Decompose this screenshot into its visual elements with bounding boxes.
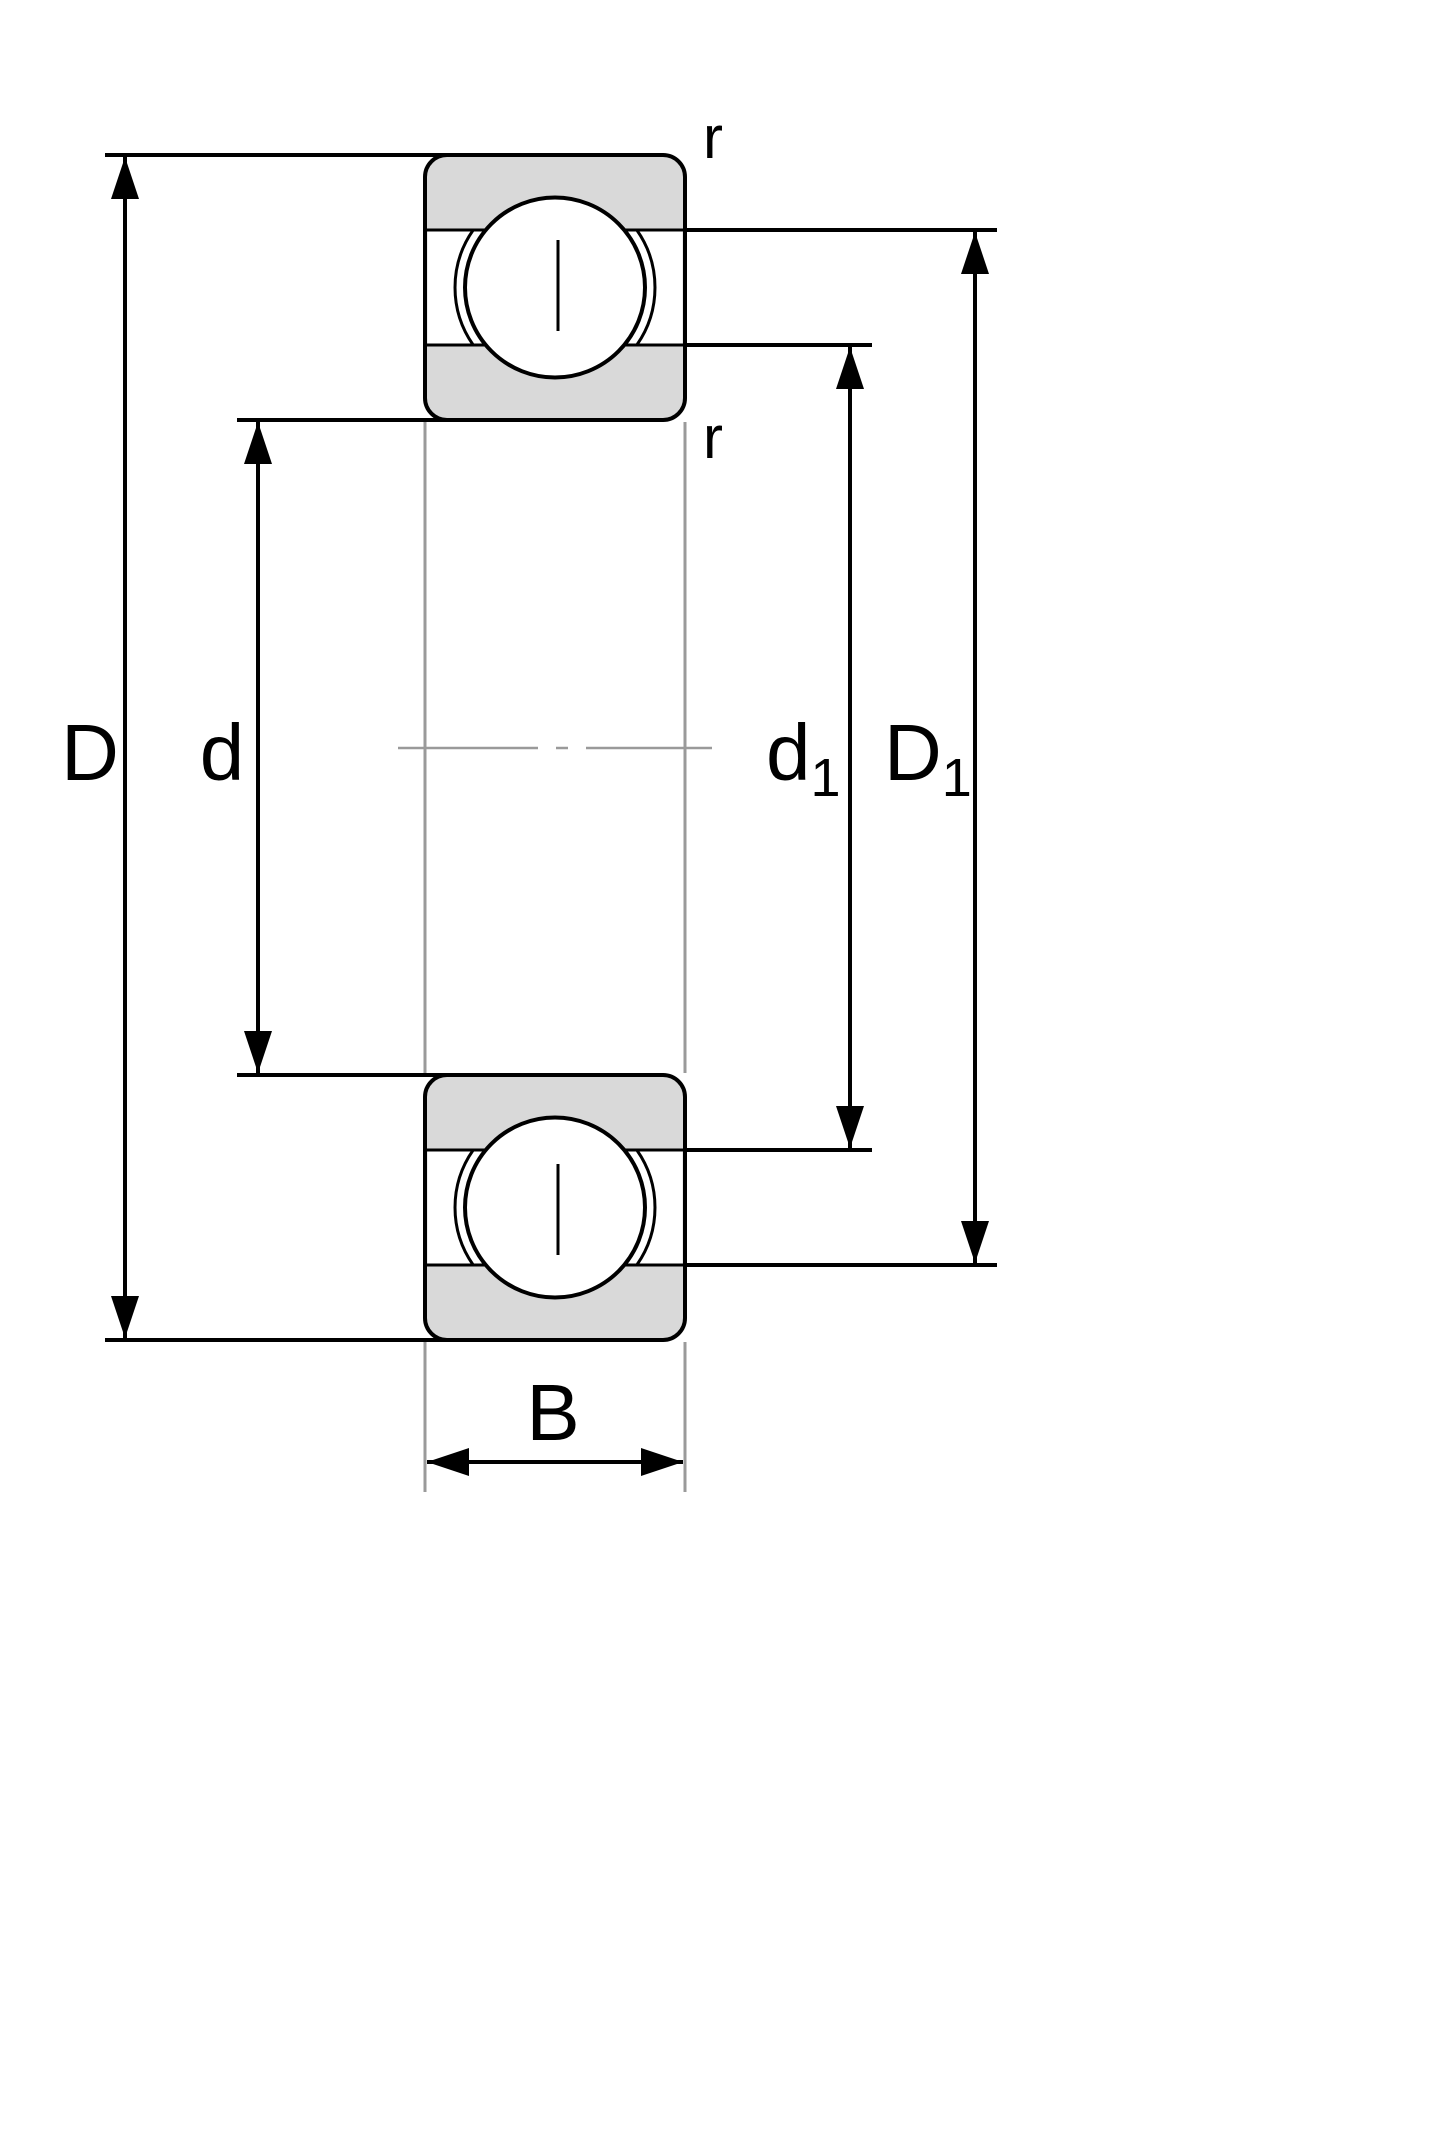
label-bore-diameter: d	[200, 708, 245, 797]
label-outer-shoulder: D1	[884, 708, 972, 808]
arrowhead-width-left	[427, 1448, 469, 1476]
label-outer-shoulder-base: D	[884, 708, 942, 797]
label-width: B	[526, 1368, 579, 1457]
arrowhead-width-right	[641, 1448, 683, 1476]
dimension-width: B	[423, 1342, 687, 1492]
dimension-bore-diameter: d	[200, 418, 450, 1077]
dimension-outer-diameter: D	[61, 153, 450, 1342]
arrowhead-bore-bottom	[244, 1031, 272, 1073]
label-fillet-radius-top: r	[703, 104, 723, 171]
bearing-body	[398, 153, 712, 1342]
arrowhead-bore-top	[244, 422, 272, 464]
arrowhead-inner-shoulder-bottom	[836, 1106, 864, 1148]
label-fillet-radius-inner: r	[703, 404, 723, 471]
arrowhead-d-outer-bottom	[111, 1296, 139, 1338]
label-inner-shoulder-subscript: 1	[811, 748, 841, 808]
arrowhead-d-outer-top	[111, 157, 139, 199]
label-outer-diameter: D	[61, 708, 119, 797]
arrowhead-outer-shoulder-bottom	[961, 1221, 989, 1263]
label-outer-shoulder-subscript: 1	[942, 748, 972, 808]
arrowhead-inner-shoulder-top	[836, 347, 864, 389]
dimension-inner-shoulder: d1	[685, 343, 872, 1152]
ball-bottom	[463, 1115, 647, 1300]
arrowhead-outer-shoulder-top	[961, 232, 989, 274]
raceway-groove-arc-top-left	[453, 229, 475, 346]
label-inner-shoulder: d1	[766, 708, 841, 808]
dimension-outer-shoulder: D1	[685, 228, 997, 1267]
raceway-groove-arc-bottom-right	[635, 1149, 657, 1266]
ball-top	[463, 195, 647, 380]
raceway-groove-arc-top-right	[635, 229, 657, 346]
raceway-groove-arc-bottom-left	[453, 1149, 475, 1266]
label-inner-shoulder-base: d	[766, 708, 811, 797]
